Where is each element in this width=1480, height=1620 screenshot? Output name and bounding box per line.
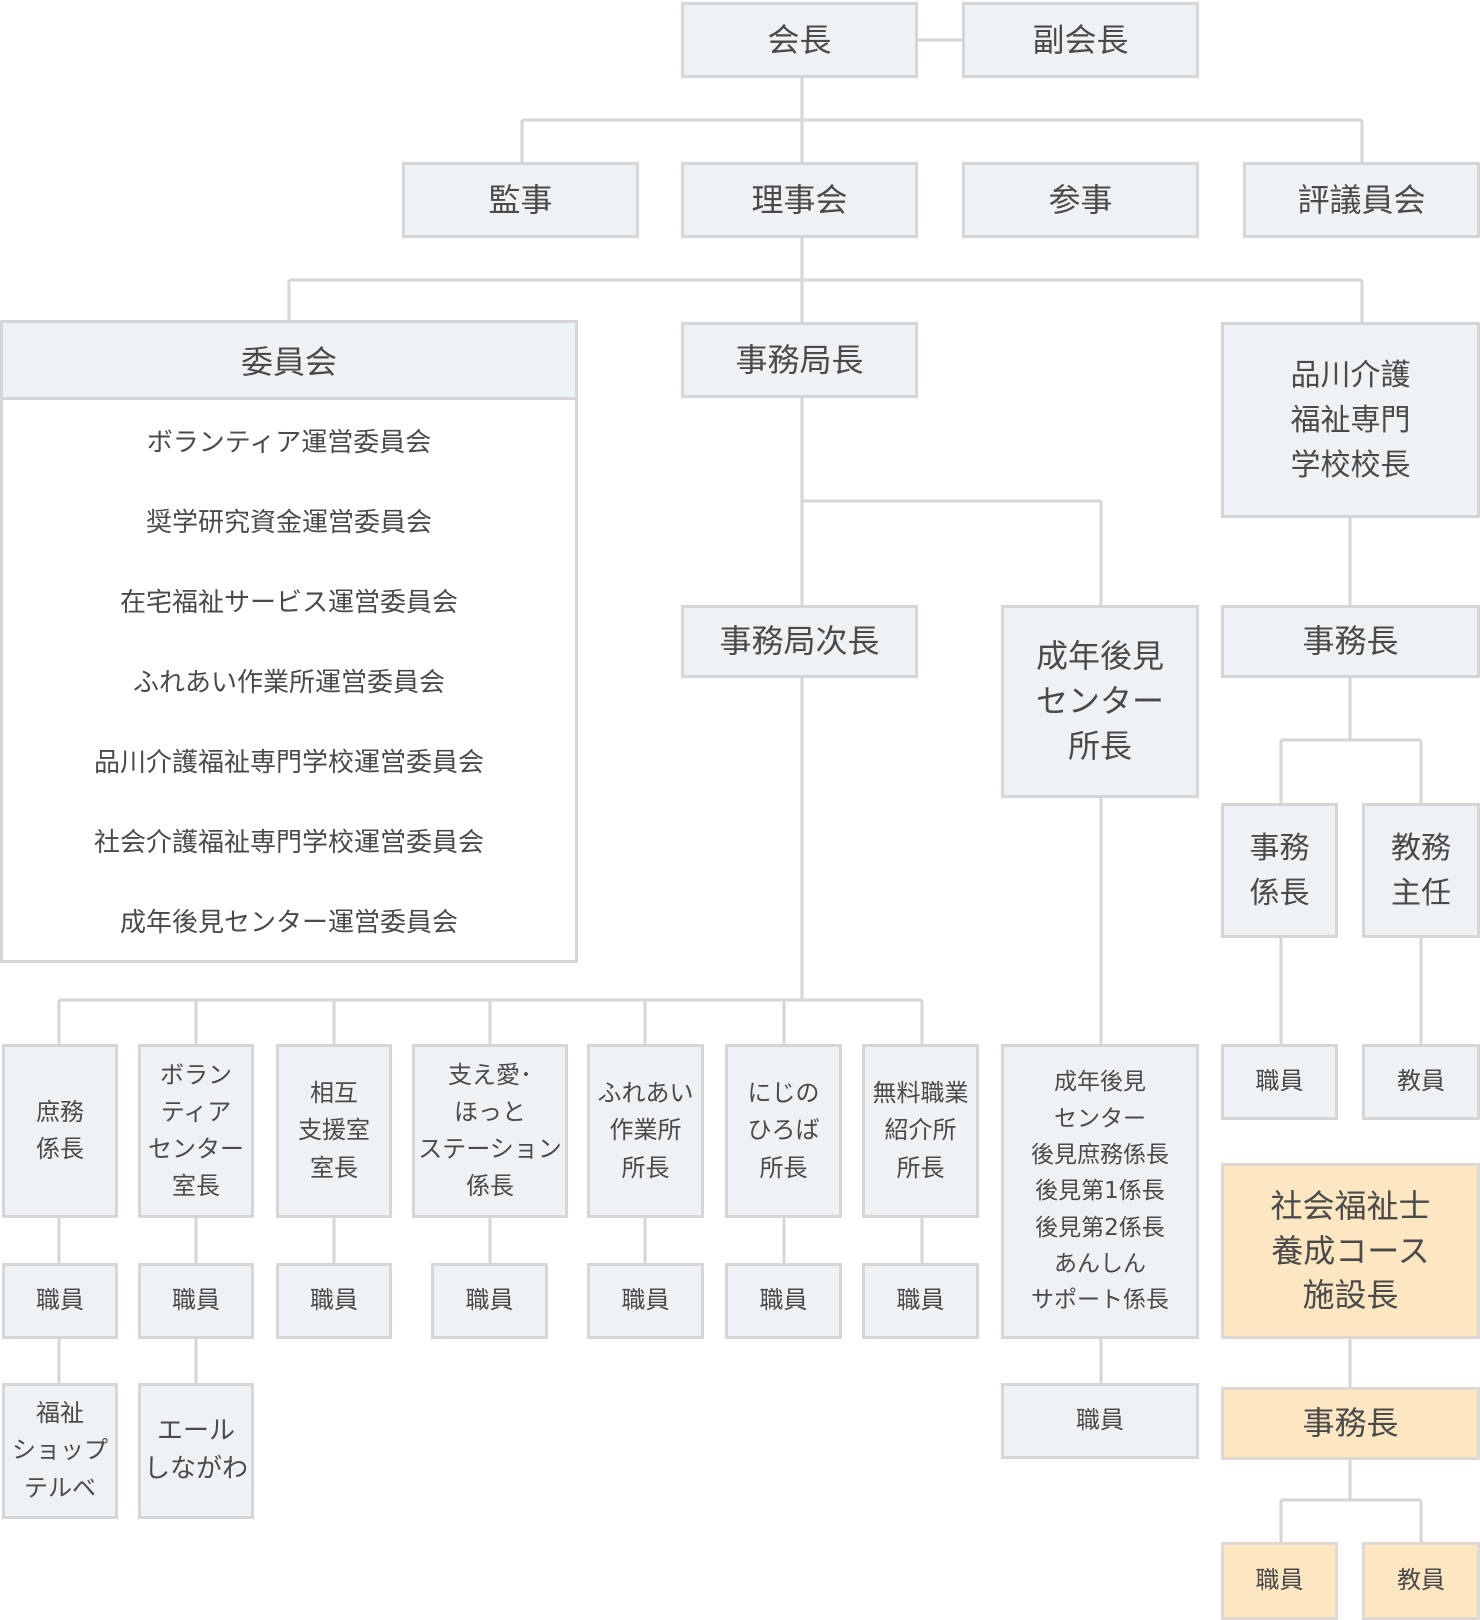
- admin-chief-box: 事務 係長: [1221, 803, 1338, 938]
- guardianship-director-box: 成年後見 センター 所長: [1001, 605, 1199, 798]
- volunteer-center-head-box: ボラン ティア センター 室長: [138, 1044, 254, 1218]
- academic-chief-box: 教務 主任: [1362, 803, 1480, 938]
- staff-box: 職員: [725, 1263, 842, 1339]
- vice-chairman-box: 副会長: [962, 2, 1199, 78]
- course-teachers-box: 教員: [1362, 1542, 1480, 1620]
- committee-panel: 委員会 ボランティア運営委員会 奨学研究資金運営委員会 在宅福祉サービス運営委員…: [0, 320, 578, 963]
- committee-item: 品川介護福祉専門学校運営委員会: [0, 720, 578, 803]
- staff-box: 職員: [276, 1263, 392, 1339]
- committee-item: 成年後見センター運営委員会: [0, 880, 578, 963]
- school-admin-manager-box: 事務長: [1221, 605, 1480, 678]
- trustee-council-box: 評議員会: [1243, 162, 1480, 238]
- course-admin-manager-box: 事務長: [1221, 1387, 1480, 1460]
- guardianship-center-chiefs-box: 成年後見 センター 後見庶務係長 後見第1係長 後見第2係長 あんしん サポート…: [1001, 1044, 1199, 1339]
- committee-item: 在宅福祉サービス運営委員会: [0, 560, 578, 643]
- course-staff-box: 職員: [1221, 1542, 1338, 1620]
- general-affairs-chief-box: 庶務 係長: [2, 1044, 118, 1218]
- welfare-shop-box: 福祉 ショップ テルベ: [2, 1383, 118, 1519]
- nijinohiroba-director-box: にじの ひろば 所長: [725, 1044, 842, 1218]
- sasaeai-station-chief-box: 支え愛･ ほっと ステーション 係長: [412, 1044, 568, 1218]
- guardianship-staff-box: 職員: [1001, 1383, 1199, 1459]
- board-box: 理事会: [681, 162, 918, 238]
- school-teachers-box: 教員: [1362, 1044, 1480, 1120]
- school-principal-box: 品川介護 福祉専門 学校校長: [1221, 322, 1480, 518]
- social-worker-course-head-box: 社会福祉士 養成コース 施設長: [1221, 1163, 1480, 1339]
- employment-agency-director-box: 無料職業 紹介所 所長: [862, 1044, 979, 1218]
- mutual-support-head-box: 相互 支援室 室長: [276, 1044, 392, 1218]
- committee-item: ふれあい作業所運営委員会: [0, 640, 578, 723]
- committee-item: ボランティア運営委員会: [0, 400, 578, 483]
- auditor-box: 監事: [402, 162, 639, 238]
- secretary-general-box: 事務局長: [681, 322, 918, 398]
- staff-box: 職員: [587, 1263, 704, 1339]
- committee-item: 奨学研究資金運営委員会: [0, 480, 578, 563]
- school-staff-box: 職員: [1221, 1044, 1338, 1120]
- fureai-workshop-director-box: ふれあい 作業所 所長: [587, 1044, 704, 1218]
- committee-title: 委員会: [0, 320, 578, 400]
- staff-box: 職員: [862, 1263, 979, 1339]
- staff-box: 職員: [138, 1263, 254, 1339]
- staff-box: 職員: [431, 1263, 548, 1339]
- deputy-secretary-general-box: 事務局次長: [681, 605, 918, 678]
- yell-shinagawa-box: エール しながわ: [138, 1383, 254, 1519]
- staff-box: 職員: [2, 1263, 118, 1339]
- counselor-box: 参事: [962, 162, 1199, 238]
- chairman-box: 会長: [681, 2, 918, 78]
- committee-item: 社会介護福祉専門学校運営委員会: [0, 800, 578, 883]
